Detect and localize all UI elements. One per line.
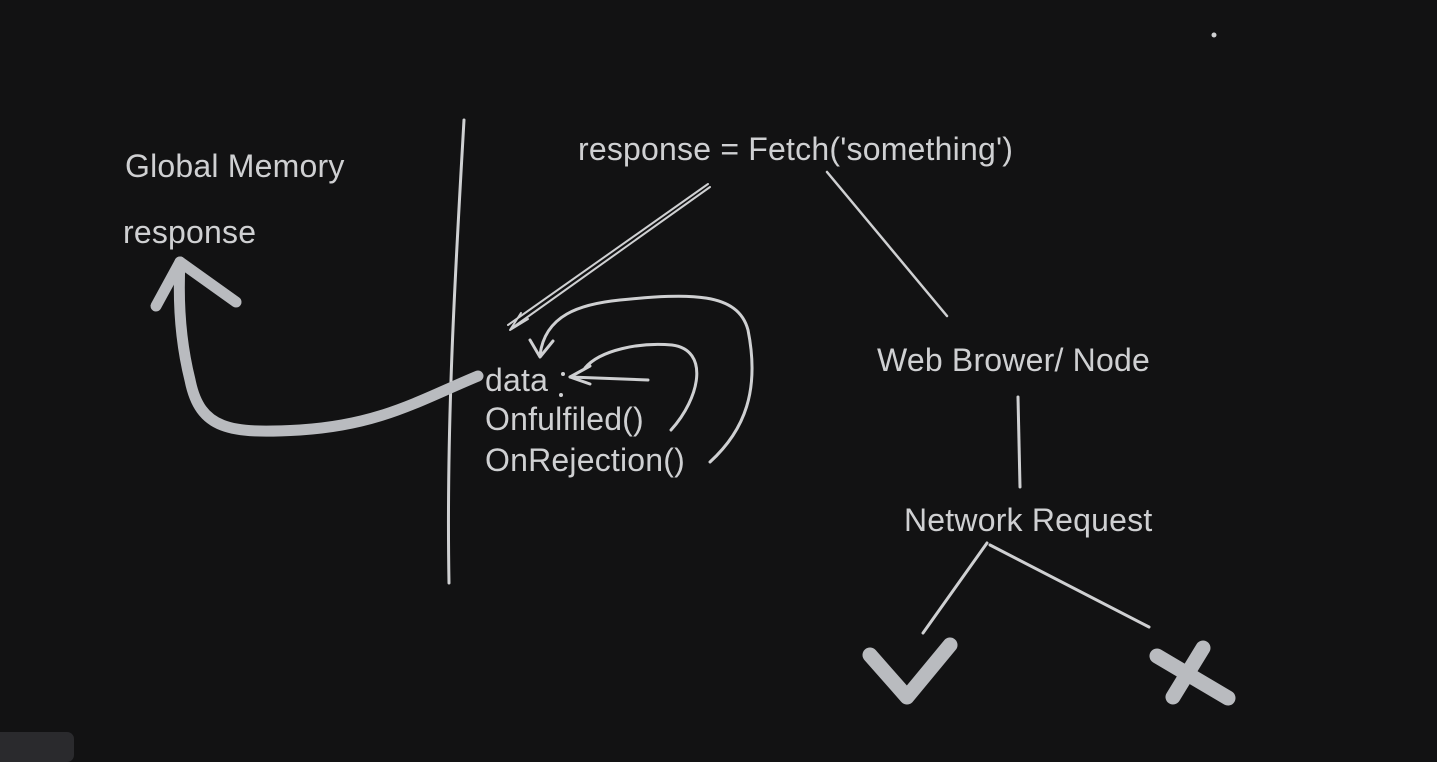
fetch-to-browser-line (825, 170, 949, 318)
dot (561, 372, 565, 376)
fulfilled-pointer-line (568, 375, 650, 382)
data-to-response-arrowhead (150, 256, 242, 312)
dot (1211, 32, 1217, 38)
network-to-failure-line (988, 543, 1151, 629)
divider-line (446, 118, 466, 585)
response-variable-label: response (123, 214, 257, 250)
onrejection-label: OnRejection() (485, 442, 686, 478)
onfulfilled-label: Onfulfiled() (485, 401, 644, 437)
fetch-to-promise-arrowhead (509, 312, 529, 331)
global-memory-label: Global Memory (125, 148, 345, 184)
data-property-label: data (485, 362, 549, 398)
corner-toolbar-tab[interactable] (0, 732, 74, 762)
fulfilled-pointer-arrowhead (568, 364, 592, 386)
web-browser-label: Web Brower/ Node (877, 342, 1150, 378)
fetch-call-label: response = Fetch('something') (578, 131, 1014, 167)
network-request-label: Network Request (904, 502, 1153, 538)
fetch-to-promise-arrow (507, 183, 711, 329)
browser-to-network-line (1016, 395, 1022, 489)
cross-icon (1149, 640, 1236, 706)
data-to-response-arrow (173, 256, 484, 437)
network-to-success-line (921, 541, 989, 635)
dot (559, 393, 563, 397)
checkmark-icon (862, 637, 958, 705)
rejection-loop-arrow (538, 294, 754, 464)
rejection-loop-arrowhead (528, 338, 555, 359)
fulfilled-loop-arrow (583, 342, 699, 432)
